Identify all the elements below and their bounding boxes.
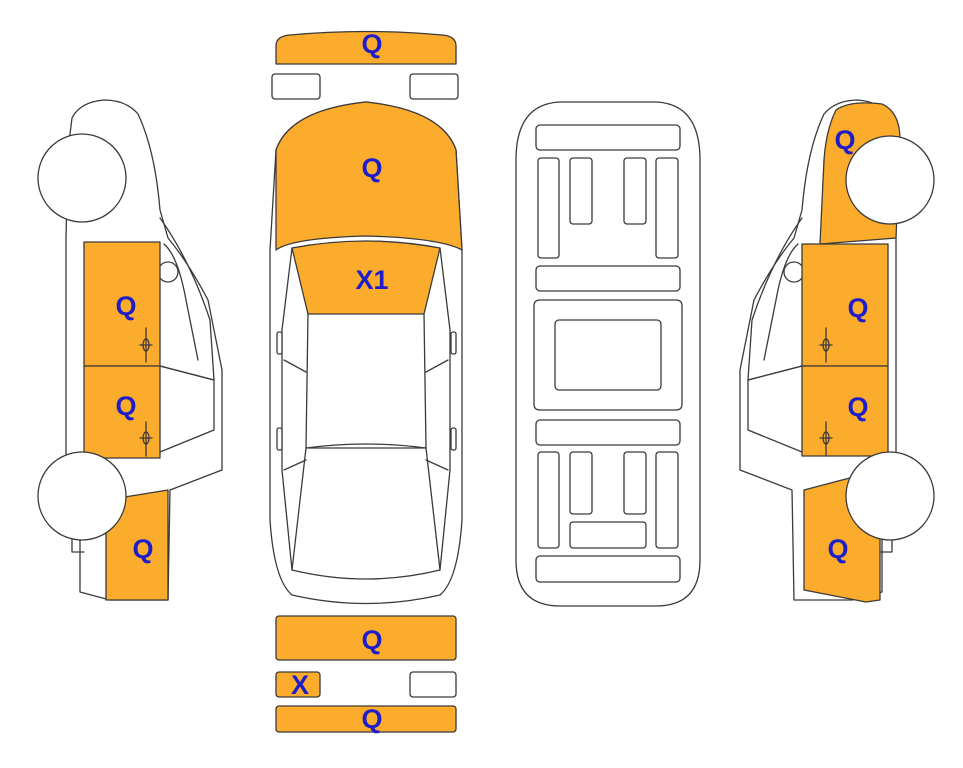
right-rear-quarter-code: Q — [827, 534, 848, 564]
hood-code: Q — [361, 153, 382, 183]
underside-rear-right-rail — [655, 451, 679, 549]
right-headlight — [409, 73, 459, 100]
right-side-window-line-2 — [747, 365, 803, 453]
trunk-panel[interactable] — [275, 615, 457, 661]
underside-center-plate — [554, 319, 662, 391]
underside-front-left-rail — [537, 157, 560, 259]
underside-view — [515, 101, 701, 607]
right-side-rear-wheel — [845, 451, 935, 541]
left-side-rear-wheel — [37, 451, 127, 541]
underside-rear-inner-right — [623, 451, 647, 515]
underside-rear-left-rail — [537, 451, 560, 549]
left-rear-door-code: Q — [115, 391, 136, 421]
right-mirror — [450, 331, 457, 355]
right-a-pillar — [439, 247, 451, 571]
left-rear-quarter-panel[interactable] — [105, 489, 169, 601]
rear-panel-small-code: X — [291, 670, 309, 700]
underside-front-bar — [535, 124, 681, 151]
hood-panel[interactable] — [275, 101, 463, 251]
right-front-door-code: Q — [847, 293, 868, 323]
right-front-door-handle-icon — [819, 327, 833, 363]
left-headlight — [271, 73, 321, 100]
top-view-front-parts — [271, 30, 459, 100]
trunk-code: Q — [361, 625, 382, 655]
right-door-line — [425, 359, 449, 373]
right-taillight — [409, 671, 457, 698]
right-rear-mirror — [450, 427, 457, 451]
underside-front-right-rail — [655, 157, 679, 259]
left-rear-line — [283, 459, 307, 471]
front-bumper-code: Q — [361, 29, 382, 59]
damage-code-labels: Q Q X1 Q X Q Q Q Q Q Q Q Q — [115, 29, 868, 734]
left-side-bumper-tab — [71, 539, 85, 553]
left-rear-door-panel[interactable] — [83, 365, 161, 459]
right-side-window-line — [747, 217, 803, 381]
right-front-fender-code: Q — [834, 125, 855, 155]
left-side-front-wheel — [37, 133, 127, 223]
left-side-mirror — [157, 261, 179, 283]
left-a-pillar — [281, 247, 293, 571]
right-rear-door-panel[interactable] — [801, 365, 889, 457]
underside-front-inner-right — [623, 157, 647, 225]
front-bumper-panel[interactable] — [275, 30, 457, 65]
right-side-mirror — [783, 261, 805, 283]
right-rear-door-handle-icon — [819, 421, 833, 457]
left-rear-door-handle-icon — [139, 421, 153, 457]
roof-line — [305, 313, 427, 449]
left-front-door-code: Q — [115, 291, 136, 321]
left-front-door-handle-icon — [139, 327, 153, 363]
right-side-bumper-tab — [879, 539, 893, 553]
right-front-door-panel[interactable] — [801, 243, 889, 367]
left-rear-quarter-code: Q — [132, 534, 153, 564]
right-side-view — [739, 99, 935, 603]
rear-bumper-code: Q — [361, 704, 382, 734]
left-mirror — [276, 331, 283, 355]
underside-cross-bar-2 — [535, 419, 681, 446]
rear-panel-small[interactable] — [275, 671, 321, 698]
underside-rear-small-bar — [569, 521, 647, 549]
right-side-front-wheel — [845, 135, 935, 225]
underside-cross-bar-1 — [535, 265, 681, 292]
underside-rear-inner-left — [569, 451, 593, 515]
underside-front-inner-left — [569, 157, 593, 225]
rear-bumper-panel[interactable] — [275, 705, 457, 733]
right-side-window-inner — [763, 243, 799, 361]
left-side-window-line-2 — [159, 365, 215, 453]
windshield-code: X1 — [355, 265, 388, 295]
left-side-window-line — [159, 217, 215, 381]
left-door-line — [283, 359, 307, 373]
right-rear-line — [425, 459, 449, 471]
top-view-rear-parts — [275, 615, 457, 733]
top-view-car-body — [269, 101, 463, 605]
left-side-window-inner — [163, 243, 199, 361]
right-rear-door-code: Q — [847, 392, 868, 422]
left-rear-mirror — [276, 427, 283, 451]
left-side-view — [37, 99, 223, 601]
underside-rear-bar — [535, 555, 681, 583]
